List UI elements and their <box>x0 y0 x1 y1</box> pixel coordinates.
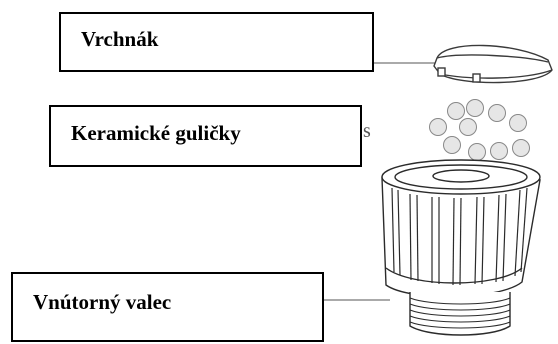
label-ceramic-balls-text: Keramické guličky <box>71 120 241 145</box>
stray-text: s <box>363 120 371 142</box>
ceramic-balls <box>429 99 530 161</box>
label-lid-text: Vrchnák <box>81 26 159 51</box>
ball <box>468 143 486 161</box>
ball <box>490 142 508 160</box>
ball <box>447 102 465 120</box>
ball <box>459 118 477 136</box>
label-lid: Vrchnák <box>59 12 374 72</box>
ball <box>488 104 506 122</box>
ball <box>512 139 530 157</box>
label-inner-cylinder: Vnútorný valec <box>11 272 324 342</box>
ball <box>509 114 527 132</box>
ball <box>466 99 484 117</box>
label-ceramic-balls: Keramické guličky <box>49 105 362 167</box>
lid-part <box>433 44 553 84</box>
ball <box>443 136 461 154</box>
ball <box>429 118 447 136</box>
label-inner-cylinder-text: Vnútorný valec <box>33 289 172 314</box>
inner-cylinder-part <box>381 159 541 336</box>
